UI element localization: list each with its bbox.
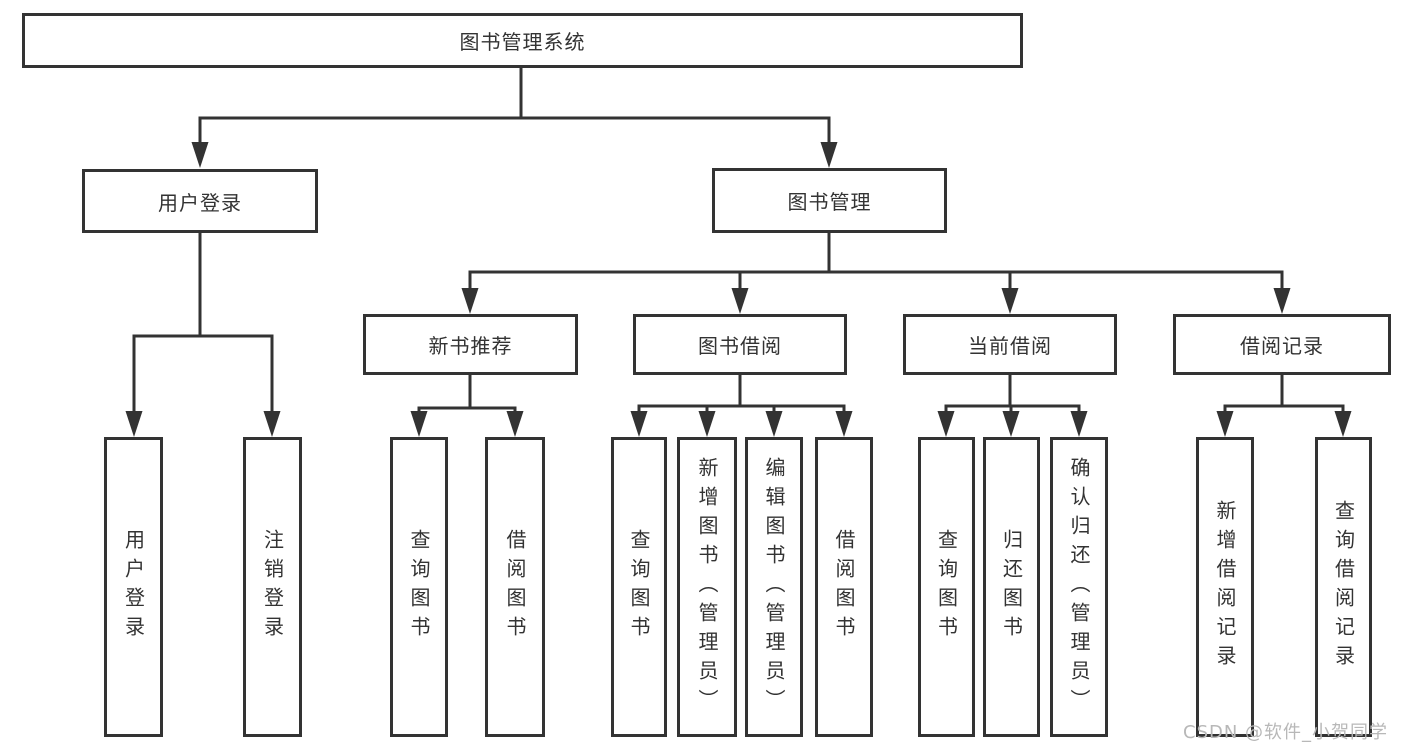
arrowhead-icon <box>263 411 281 437</box>
leaf-query-books-recommend: 查询图书 <box>390 437 448 737</box>
leaf-borrow-books-recommend-label: 借阅图书 <box>503 529 527 645</box>
arrowhead-icon <box>835 411 853 437</box>
leaf-borrow-books-borrowing-label: 借阅图书 <box>832 529 856 645</box>
leaf-query-books-current-label: 查询图书 <box>934 529 959 645</box>
leaf-user-login: 用户登录 <box>104 437 163 737</box>
leaf-query-books-recommend-label: 查询图书 <box>407 529 431 645</box>
arrowhead-icon <box>461 288 479 314</box>
leaf-add-book-admin-label: 新增图书（管理员） <box>695 456 719 718</box>
leaf-return-book: 归还图书 <box>983 437 1040 737</box>
leaf-edit-book-admin-label: 编辑图书（管理员） <box>762 456 786 718</box>
leaf-add-borrow-record-label: 新增借阅记录 <box>1213 500 1237 674</box>
connector-borrowing-records-to-leaves <box>1216 375 1352 437</box>
connector-book-borrowing-to-leaves <box>630 375 853 437</box>
leaf-logout: 注销登录 <box>243 437 302 737</box>
leaf-query-books-borrowing-label: 查询图书 <box>627 529 651 645</box>
connector-new-book-recommend-to-leaves <box>410 375 524 437</box>
leaf-borrow-books-recommend: 借阅图书 <box>485 437 545 737</box>
connector-book-management-to-level3 <box>461 233 1291 314</box>
node-current-borrowing: 当前借阅 <box>903 314 1117 375</box>
connector-current-borrowing-to-leaves <box>937 375 1088 437</box>
arrowhead-icon <box>698 411 716 437</box>
leaf-query-books-current: 查询图书 <box>918 437 975 737</box>
leaf-confirm-return-admin-label: 确认归还（管理员） <box>1067 456 1091 718</box>
arrowhead-icon <box>191 142 209 168</box>
leaf-user-login-label: 用户登录 <box>121 529 146 645</box>
arrowhead-icon <box>1273 288 1291 314</box>
node-user-login: 用户登录 <box>82 169 318 233</box>
leaf-logout-label: 注销登录 <box>260 529 285 645</box>
arrowhead-icon <box>125 411 143 437</box>
arrowhead-icon <box>937 411 955 437</box>
leaf-add-book-admin: 新增图书（管理员） <box>677 437 737 737</box>
arrowhead-icon <box>1001 288 1019 314</box>
arrowhead-icon <box>1070 411 1088 437</box>
leaf-query-borrow-record: 查询借阅记录 <box>1315 437 1372 737</box>
arrowhead-icon <box>731 288 749 314</box>
node-book-borrowing: 图书借阅 <box>633 314 847 375</box>
connector-user-login-to-leaves <box>125 233 281 437</box>
leaf-add-borrow-record: 新增借阅记录 <box>1196 437 1254 737</box>
leaf-borrow-books-borrowing: 借阅图书 <box>815 437 873 737</box>
arrowhead-icon <box>1002 411 1020 437</box>
arrowhead-icon <box>410 411 428 437</box>
arrowhead-icon <box>1334 411 1352 437</box>
node-new-book-recommend: 新书推荐 <box>363 314 578 375</box>
watermark: CSDN @软件_小贺同学 <box>1183 722 1389 743</box>
node-book-management: 图书管理 <box>712 168 947 233</box>
arrowhead-icon <box>630 411 648 437</box>
arrowhead-icon <box>506 411 524 437</box>
leaf-query-books-borrowing: 查询图书 <box>611 437 667 737</box>
leaf-return-book-label: 归还图书 <box>999 529 1024 645</box>
leaf-edit-book-admin: 编辑图书（管理员） <box>745 437 803 737</box>
arrowhead-icon <box>765 411 783 437</box>
connector-root-to-level2 <box>191 68 838 168</box>
arrowhead-icon <box>1216 411 1234 437</box>
leaf-query-borrow-record-label: 查询借阅记录 <box>1331 500 1356 674</box>
node-library-system: 图书管理系统 <box>22 13 1023 68</box>
arrowhead-icon <box>820 142 838 168</box>
node-borrowing-records: 借阅记录 <box>1173 314 1391 375</box>
leaf-confirm-return-admin: 确认归还（管理员） <box>1050 437 1108 737</box>
